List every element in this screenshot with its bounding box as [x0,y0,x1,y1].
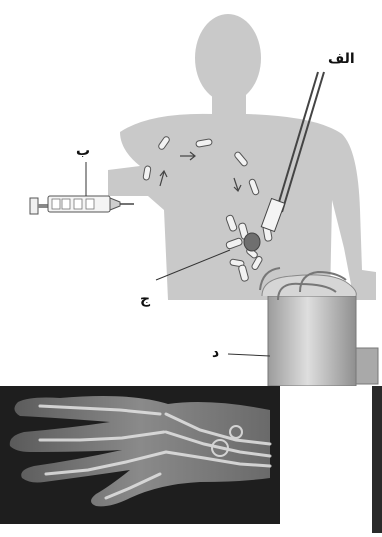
label-alef: الف [328,52,355,66]
tumor [244,233,260,251]
label-be: ب [76,144,90,158]
label-jim: ج [140,292,150,306]
xray-hand-image [0,386,382,533]
label-dal: د [212,346,219,360]
syringe-icon [30,196,134,214]
